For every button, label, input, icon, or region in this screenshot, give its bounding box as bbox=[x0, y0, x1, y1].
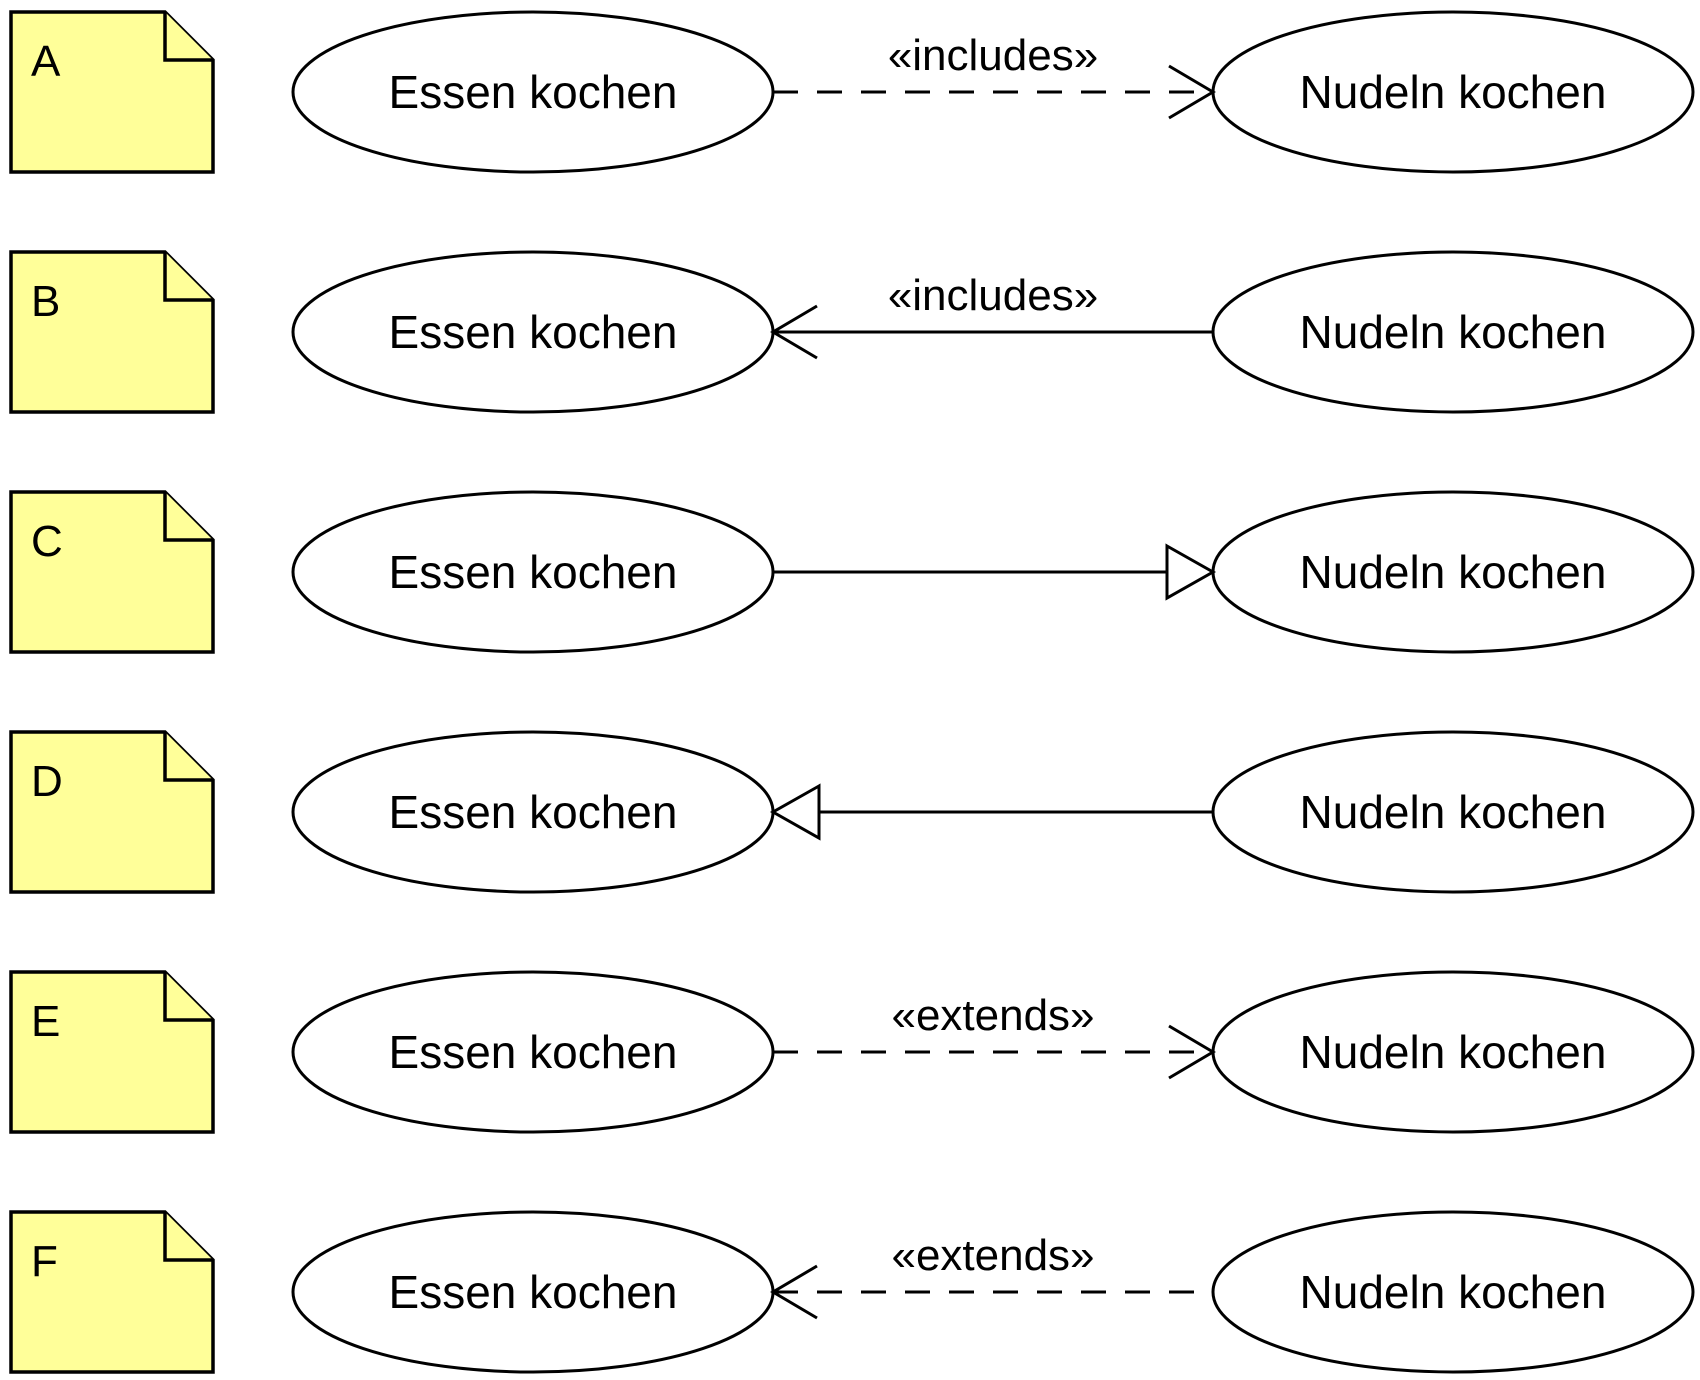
use-case-label: Nudeln kochen bbox=[1300, 66, 1607, 118]
use-case-label: Nudeln kochen bbox=[1300, 546, 1607, 598]
stereotype-label: «extends» bbox=[891, 991, 1094, 1040]
note-shape bbox=[9, 490, 215, 654]
note-fold-corner bbox=[163, 732, 213, 782]
stereotype-label: «extends» bbox=[891, 1231, 1094, 1280]
open-arrowhead-icon bbox=[770, 1264, 818, 1320]
use-case-nudeln-kochen: Nudeln kochen bbox=[1211, 730, 1695, 894]
relationship-row: B Essen kochen Nudeln kochen «includes» bbox=[9, 250, 1695, 414]
note-fold-corner bbox=[163, 1212, 213, 1262]
note-label: A bbox=[9, 10, 215, 174]
note-letter: E bbox=[31, 997, 60, 1046]
use-case-essen-kochen: Essen kochen bbox=[291, 1210, 775, 1374]
use-case-label: Essen kochen bbox=[389, 786, 678, 838]
use-case-essen-kochen: Essen kochen bbox=[291, 490, 775, 654]
triangle-arrowhead-icon bbox=[769, 783, 821, 841]
use-case-ellipse bbox=[1211, 1210, 1695, 1374]
relationship-connector: «includes» bbox=[770, 271, 1213, 360]
note-fold-corner bbox=[163, 12, 213, 62]
use-case-nudeln-kochen: Nudeln kochen bbox=[1211, 970, 1695, 1134]
note-label: B bbox=[9, 250, 215, 414]
note-letter: B bbox=[31, 277, 60, 326]
triangle-arrowhead-icon bbox=[1165, 543, 1217, 601]
relationship-connector: «includes» bbox=[773, 31, 1216, 120]
use-case-label: Essen kochen bbox=[389, 546, 678, 598]
note-label: F bbox=[9, 1210, 215, 1374]
note-letter: C bbox=[31, 517, 63, 566]
note-shape bbox=[9, 970, 215, 1134]
use-case-label: Nudeln kochen bbox=[1300, 1026, 1607, 1078]
use-case-label: Essen kochen bbox=[389, 306, 678, 358]
note-fold-corner bbox=[163, 492, 213, 542]
note-shape bbox=[9, 1210, 215, 1374]
use-case-label: Nudeln kochen bbox=[1300, 786, 1607, 838]
open-arrowhead-icon bbox=[1168, 1024, 1216, 1080]
open-arrowhead-icon bbox=[1168, 64, 1216, 120]
relationship-connector bbox=[769, 783, 1213, 841]
use-case-essen-kochen: Essen kochen bbox=[291, 730, 775, 894]
note-letter: F bbox=[31, 1237, 58, 1286]
note-fold-corner bbox=[163, 252, 213, 302]
relationship-row: D Essen kochen Nudeln kochen bbox=[9, 730, 1695, 894]
use-case-label: Essen kochen bbox=[389, 1026, 678, 1078]
use-case-nudeln-kochen: Nudeln kochen bbox=[1211, 10, 1695, 174]
use-case-label: Nudeln kochen bbox=[1300, 1266, 1607, 1318]
relationship-row: E Essen kochen Nudeln kochen «extends» bbox=[9, 970, 1695, 1134]
stereotype-label: «includes» bbox=[888, 31, 1098, 80]
relationship-connector: «extends» bbox=[773, 991, 1216, 1080]
note-shape bbox=[9, 250, 215, 414]
use-case-label: Essen kochen bbox=[389, 66, 678, 118]
use-case-label: Essen kochen bbox=[389, 1266, 678, 1318]
note-label: C bbox=[9, 490, 215, 654]
relationship-connector bbox=[773, 543, 1217, 601]
relationship-row: F Essen kochen Nudeln kochen «extends» bbox=[9, 1210, 1695, 1374]
note-label: D bbox=[9, 730, 215, 894]
use-case-label: Nudeln kochen bbox=[1300, 306, 1607, 358]
use-case-nudeln-kochen: Nudeln kochen bbox=[1211, 250, 1695, 414]
relationship-row: A Essen kochen Nudeln kochen «includes» bbox=[9, 10, 1695, 174]
relationship-connector: «extends» bbox=[770, 1231, 1213, 1320]
use-case-essen-kochen: Essen kochen bbox=[291, 250, 775, 414]
open-arrowhead-icon bbox=[770, 304, 818, 360]
stereotype-label: «includes» bbox=[888, 271, 1098, 320]
relationship-row: C Essen kochen Nudeln kochen bbox=[9, 490, 1695, 654]
note-letter: A bbox=[31, 37, 61, 86]
use-case-nudeln-kochen: Nudeln kochen bbox=[1211, 1210, 1695, 1374]
note-shape bbox=[9, 730, 215, 894]
note-label: E bbox=[9, 970, 215, 1134]
note-letter: D bbox=[31, 757, 63, 806]
note-fold-corner bbox=[163, 972, 213, 1022]
use-case-essen-kochen: Essen kochen bbox=[291, 970, 775, 1134]
use-case-essen-kochen: Essen kochen bbox=[291, 10, 775, 174]
note-shape bbox=[9, 10, 215, 174]
use-case-nudeln-kochen: Nudeln kochen bbox=[1211, 490, 1695, 654]
